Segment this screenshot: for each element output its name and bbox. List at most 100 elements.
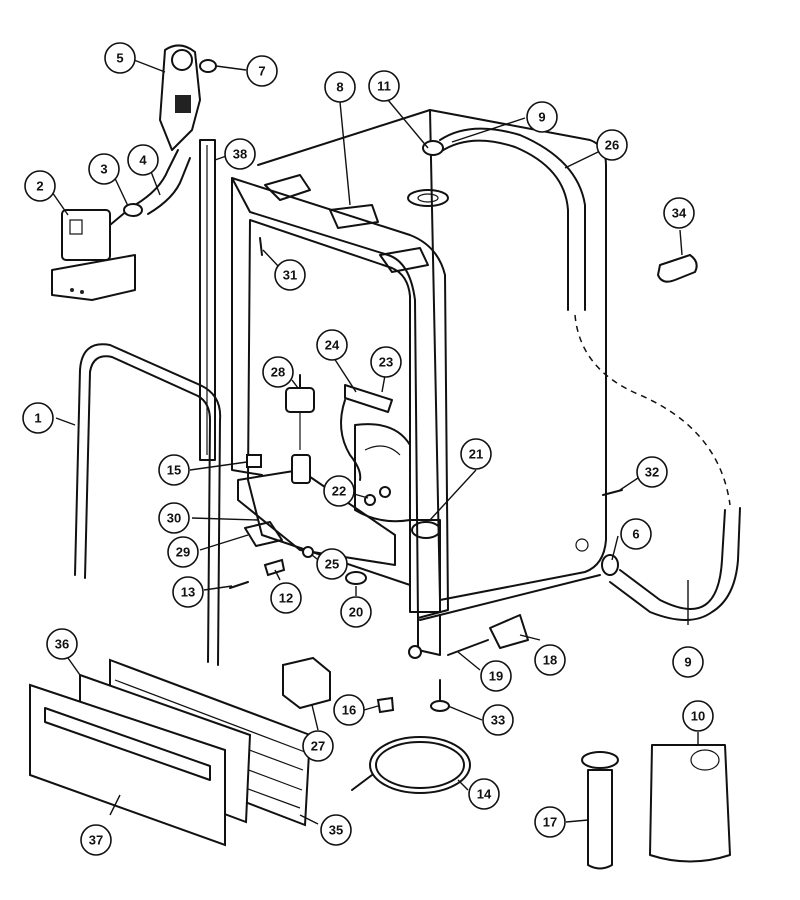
callout-21: 21 — [460, 438, 492, 470]
callout-37: 37 — [80, 824, 112, 856]
gasket-inner — [84, 355, 211, 663]
filter-housing — [649, 744, 731, 863]
callout-13: 13 — [172, 576, 204, 608]
valve-bracket — [51, 254, 136, 301]
callout-label: 23 — [379, 355, 393, 370]
callout-label: 20 — [349, 605, 363, 620]
screw-31 — [259, 237, 263, 256]
callout-35: 35 — [320, 814, 352, 846]
top-hinge-right — [379, 247, 429, 273]
heater-ring-inner — [375, 741, 465, 789]
callout-label: 2 — [36, 179, 43, 194]
float-body — [285, 387, 315, 413]
callout-38: 38 — [224, 138, 256, 170]
callout-5: 5 — [104, 42, 136, 74]
callout-label: 13 — [181, 585, 195, 600]
callout-label: 31 — [283, 268, 297, 283]
door-gasket — [74, 343, 222, 666]
heater-ring-outer — [369, 736, 471, 794]
callout-label: 18 — [543, 653, 557, 668]
callout-4: 4 — [127, 144, 159, 176]
top-vent-hole — [417, 193, 439, 203]
callout-label: 17 — [543, 815, 557, 830]
internal-parts — [229, 237, 529, 656]
callout-label: 30 — [167, 511, 181, 526]
heater-terminal — [351, 774, 373, 791]
nut-25 — [302, 546, 314, 558]
bracket-hole — [70, 288, 74, 292]
callout-30: 30 — [158, 502, 190, 534]
callout-label: 3 — [100, 162, 107, 177]
callout-9-upper: 9 — [526, 101, 558, 133]
callout-17: 17 — [534, 806, 566, 838]
callout-label: 12 — [279, 591, 293, 606]
funnel-body — [159, 44, 201, 151]
callout-27: 27 — [302, 730, 334, 762]
terminal-nut — [379, 486, 391, 498]
callout-15: 15 — [158, 454, 190, 486]
base-rail — [419, 574, 601, 621]
callout-31: 31 — [274, 259, 306, 291]
callout-label: 22 — [332, 484, 346, 499]
valve-solenoid — [69, 219, 83, 235]
callout-label: 5 — [116, 51, 123, 66]
kick-plate-lip — [44, 707, 211, 781]
clip-16 — [376, 696, 395, 714]
hose-upper-a — [439, 127, 586, 311]
callout-label: 36 — [55, 637, 69, 652]
kick-panels — [29, 658, 312, 847]
hose-clip — [657, 254, 698, 283]
callout-1: 1 — [22, 402, 54, 434]
callout-label: 19 — [489, 669, 503, 684]
callout-32: 32 — [636, 456, 668, 488]
callout-20: 20 — [340, 596, 372, 628]
tub-wrap-outline — [257, 109, 607, 601]
tub-opening — [247, 219, 411, 586]
hose-clamp — [123, 203, 143, 217]
o-ring — [199, 59, 217, 73]
harness-wire — [340, 399, 362, 481]
callout-label: 4 — [139, 153, 147, 168]
callout-22: 22 — [323, 475, 355, 507]
grommet — [345, 571, 367, 585]
hose-clamp-6 — [601, 554, 619, 576]
tub-wrap-front-edge — [429, 109, 441, 601]
housing-opening — [690, 749, 720, 771]
valve-body — [61, 209, 111, 261]
callout-19: 19 — [480, 660, 512, 692]
front-foot — [408, 645, 422, 659]
leg-foot — [430, 700, 450, 712]
callout-18: 18 — [534, 644, 566, 676]
callout-28: 28 — [262, 356, 294, 388]
small-tab — [246, 454, 262, 468]
callout-8: 8 — [324, 71, 356, 103]
callout-label: 8 — [336, 80, 343, 95]
callout-34: 34 — [663, 197, 695, 229]
callout-6: 6 — [620, 518, 652, 550]
hose-right — [147, 157, 191, 215]
callout-label: 37 — [89, 833, 103, 848]
callout-12: 12 — [270, 582, 302, 614]
funnel-inlet — [171, 49, 193, 71]
callout-14: 14 — [468, 778, 500, 810]
callout-16: 16 — [333, 694, 365, 726]
callout-label: 16 — [342, 703, 356, 718]
leader-lines — [51, 59, 699, 825]
terminal-nut — [364, 494, 376, 506]
tub-left-edge — [231, 177, 263, 476]
float-cup — [291, 454, 311, 484]
callout-label: 33 — [491, 713, 505, 728]
funnel-vent-grille — [175, 95, 191, 113]
callout-7: 7 — [246, 55, 278, 87]
callout-label: 11 — [377, 79, 391, 94]
callout-label: 7 — [258, 64, 265, 79]
tub-body — [231, 109, 731, 659]
callout-label: 9 — [684, 655, 691, 670]
callout-25: 25 — [316, 548, 348, 580]
callout-label: 35 — [329, 823, 343, 838]
bolt-19 — [447, 639, 489, 656]
callout-23: 23 — [370, 346, 402, 378]
side-seal-strip — [199, 139, 216, 461]
callout-10: 10 — [682, 700, 714, 732]
callout-label: 27 — [311, 739, 325, 754]
